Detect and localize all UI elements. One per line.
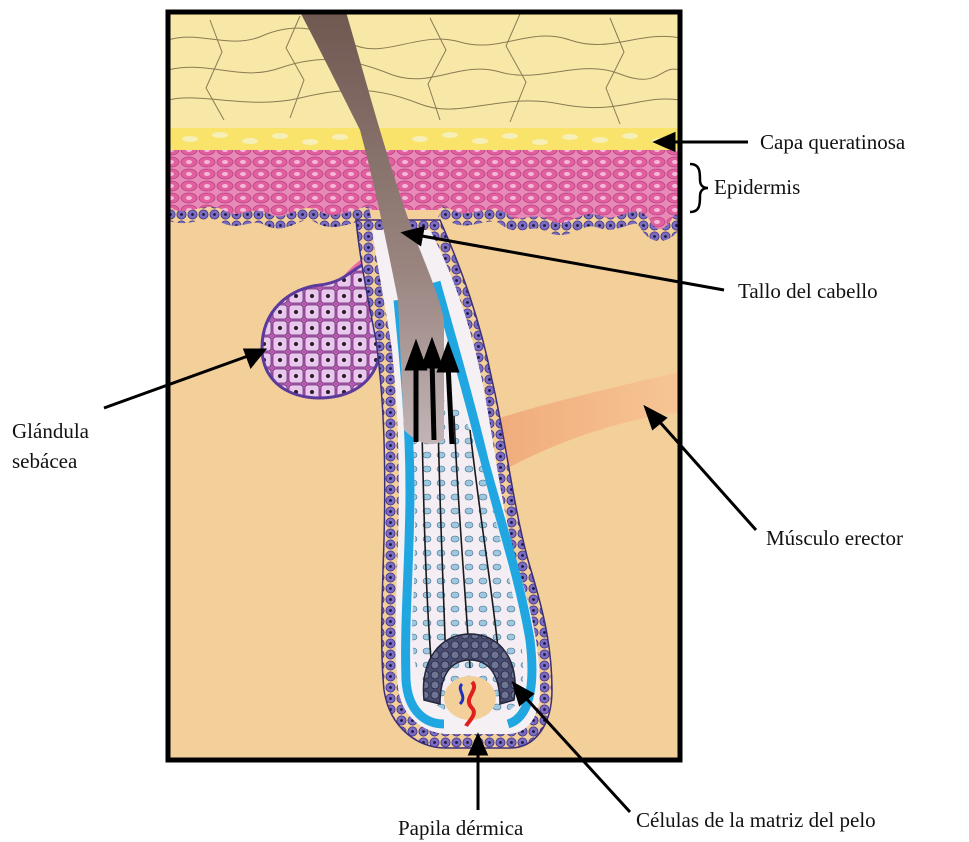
label-celulas-matriz: Células de la matriz del pelo	[636, 808, 876, 832]
label-tallo-del-cabello: Tallo del cabello	[738, 279, 878, 303]
epidermis-bracket	[690, 164, 708, 212]
label-papila-dermica: Papila dérmica	[398, 816, 524, 840]
growth-arrows	[408, 344, 456, 444]
label-glandula: Glándula	[12, 419, 90, 443]
stratum-corneum	[168, 12, 680, 132]
label-epidermis: Epidermis	[714, 175, 800, 199]
skin-section	[168, 12, 680, 760]
label-capa-queratinosa: Capa queratinosa	[760, 130, 906, 154]
label-musculo-erector: Músculo erector	[766, 526, 903, 550]
label-sebacea: sebácea	[12, 449, 78, 473]
